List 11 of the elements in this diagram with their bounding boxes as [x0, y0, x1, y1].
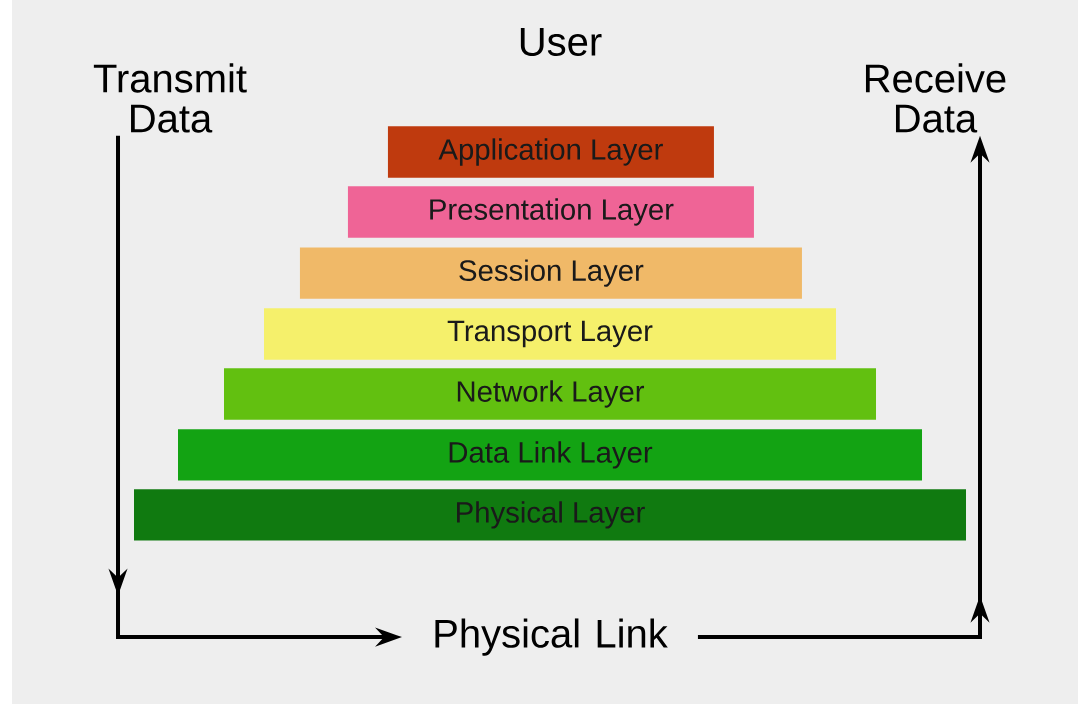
- text-label: Physical Link: [435, 618, 668, 656]
- text-label: Transmit Data: [93, 63, 247, 133]
- layer-bar: Transport Layer: [264, 308, 836, 360]
- text-label: Receive Data: [865, 63, 1006, 133]
- heading: User: [520, 28, 602, 56]
- layer-bar: Network Layer: [224, 368, 876, 420]
- layer-bar: Physical Layer: [134, 489, 966, 541]
- layer-bar: Application Layer: [387, 126, 714, 178]
- layer-bar: Data Link Layer: [178, 429, 922, 481]
- layer-bar: Session Layer: [299, 247, 802, 299]
- layer-bar: Presentation Layer: [347, 186, 754, 238]
